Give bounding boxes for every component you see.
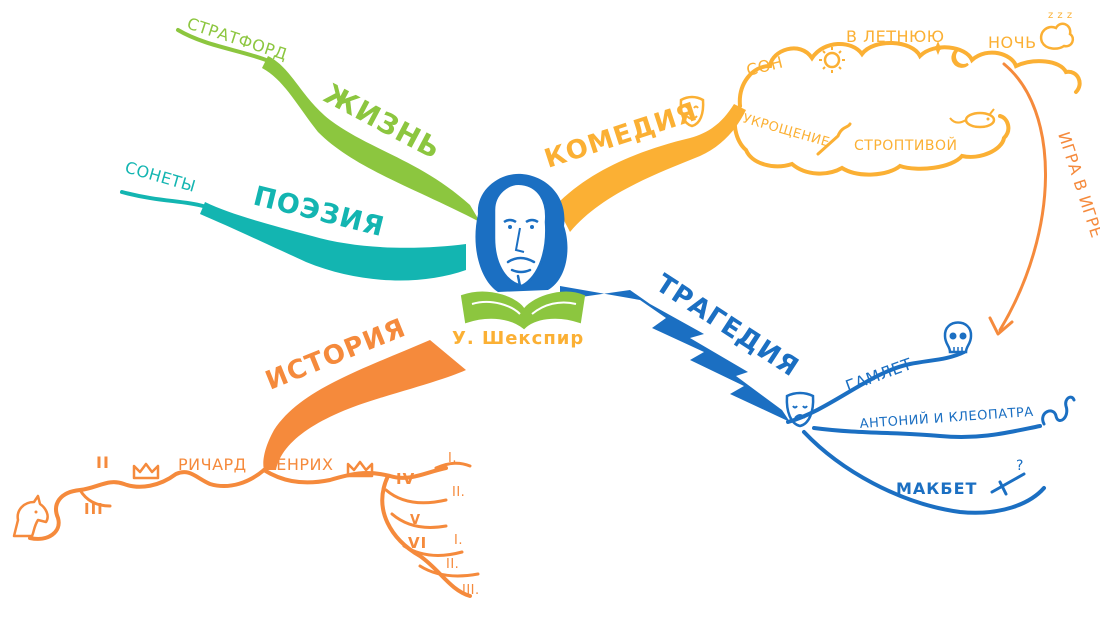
horse-icon [14, 496, 48, 536]
numeral-iv-part-2: II. [452, 485, 465, 500]
numeral-henry-vi: VI [408, 534, 427, 552]
macbeth-label: МАКБЕТ [896, 479, 977, 498]
numeral-richard-ii: II [96, 453, 110, 472]
richard-label: РИЧАРД [178, 455, 247, 474]
comedy-child-son: СОН [744, 52, 785, 79]
branch-comedy: КОМЕДИЯ СОН В ЛЕТНЮЮ НОЧЬ УКРОЩЕНИЕ СТРО… [541, 10, 1080, 232]
skull-icon [945, 323, 971, 353]
center-name: У. Шекспир [452, 328, 584, 349]
crown-icon [134, 464, 158, 478]
sleep-cloud-icon: z z z [1041, 10, 1073, 49]
svg-text:?: ? [1016, 458, 1024, 474]
numeral-richard-iii: III [84, 500, 104, 518]
branch-life: ЖИЗНЬ СТРАТФОРД [178, 14, 480, 222]
snake-icon [1043, 397, 1074, 424]
sun-icon [819, 47, 845, 73]
numeral-henry-iv: IV [396, 470, 415, 488]
book-icon [462, 293, 584, 328]
dagger-icon: ? [992, 458, 1024, 494]
numeral-vi-part-3: III. [462, 583, 480, 598]
antony-cleopatra-label: АНТОНИЙ И КЛЕОПАТРА [859, 404, 1034, 432]
numeral-henry-v: V [410, 513, 421, 528]
svg-text:z z z: z z z [1048, 10, 1073, 21]
branch-history: ИСТОРИЯ РИЧАРД ГЕНРИХ II III IV V VI I. … [14, 313, 480, 598]
sonnets-label: СОНЕТЫ [123, 158, 198, 196]
numeral-iv-part-1: I. [448, 451, 457, 466]
comedy-child-noch: НОЧЬ [988, 33, 1037, 52]
comedy-child-stroptivoy: СТРОПТИВОЙ [854, 136, 957, 154]
numeral-vi-part-2: II. [446, 557, 459, 572]
comedy-child-ukroshchenie: УКРОЩЕНИЕ [741, 111, 832, 150]
hamlet-label: ГАМЛЕТ [843, 354, 915, 396]
connector-label: ИГРА В ИГРЕ [1054, 129, 1100, 240]
rat-icon [950, 109, 994, 127]
connector-play-within-play: ИГРА В ИГРЕ [990, 64, 1100, 334]
branch-tragedy: ТРАГЕДИЯ ГАМЛЕТ АНТОНИЙ И КЛЕОПАТРА МАКБ… [560, 269, 1074, 513]
comedy-child-v-letnyuyu: В ЛЕТНЮЮ [846, 27, 945, 46]
numeral-vi-part-1: I. [454, 533, 463, 548]
portrait-icon [475, 174, 567, 292]
henry-label: ГЕНРИХ [266, 455, 333, 474]
